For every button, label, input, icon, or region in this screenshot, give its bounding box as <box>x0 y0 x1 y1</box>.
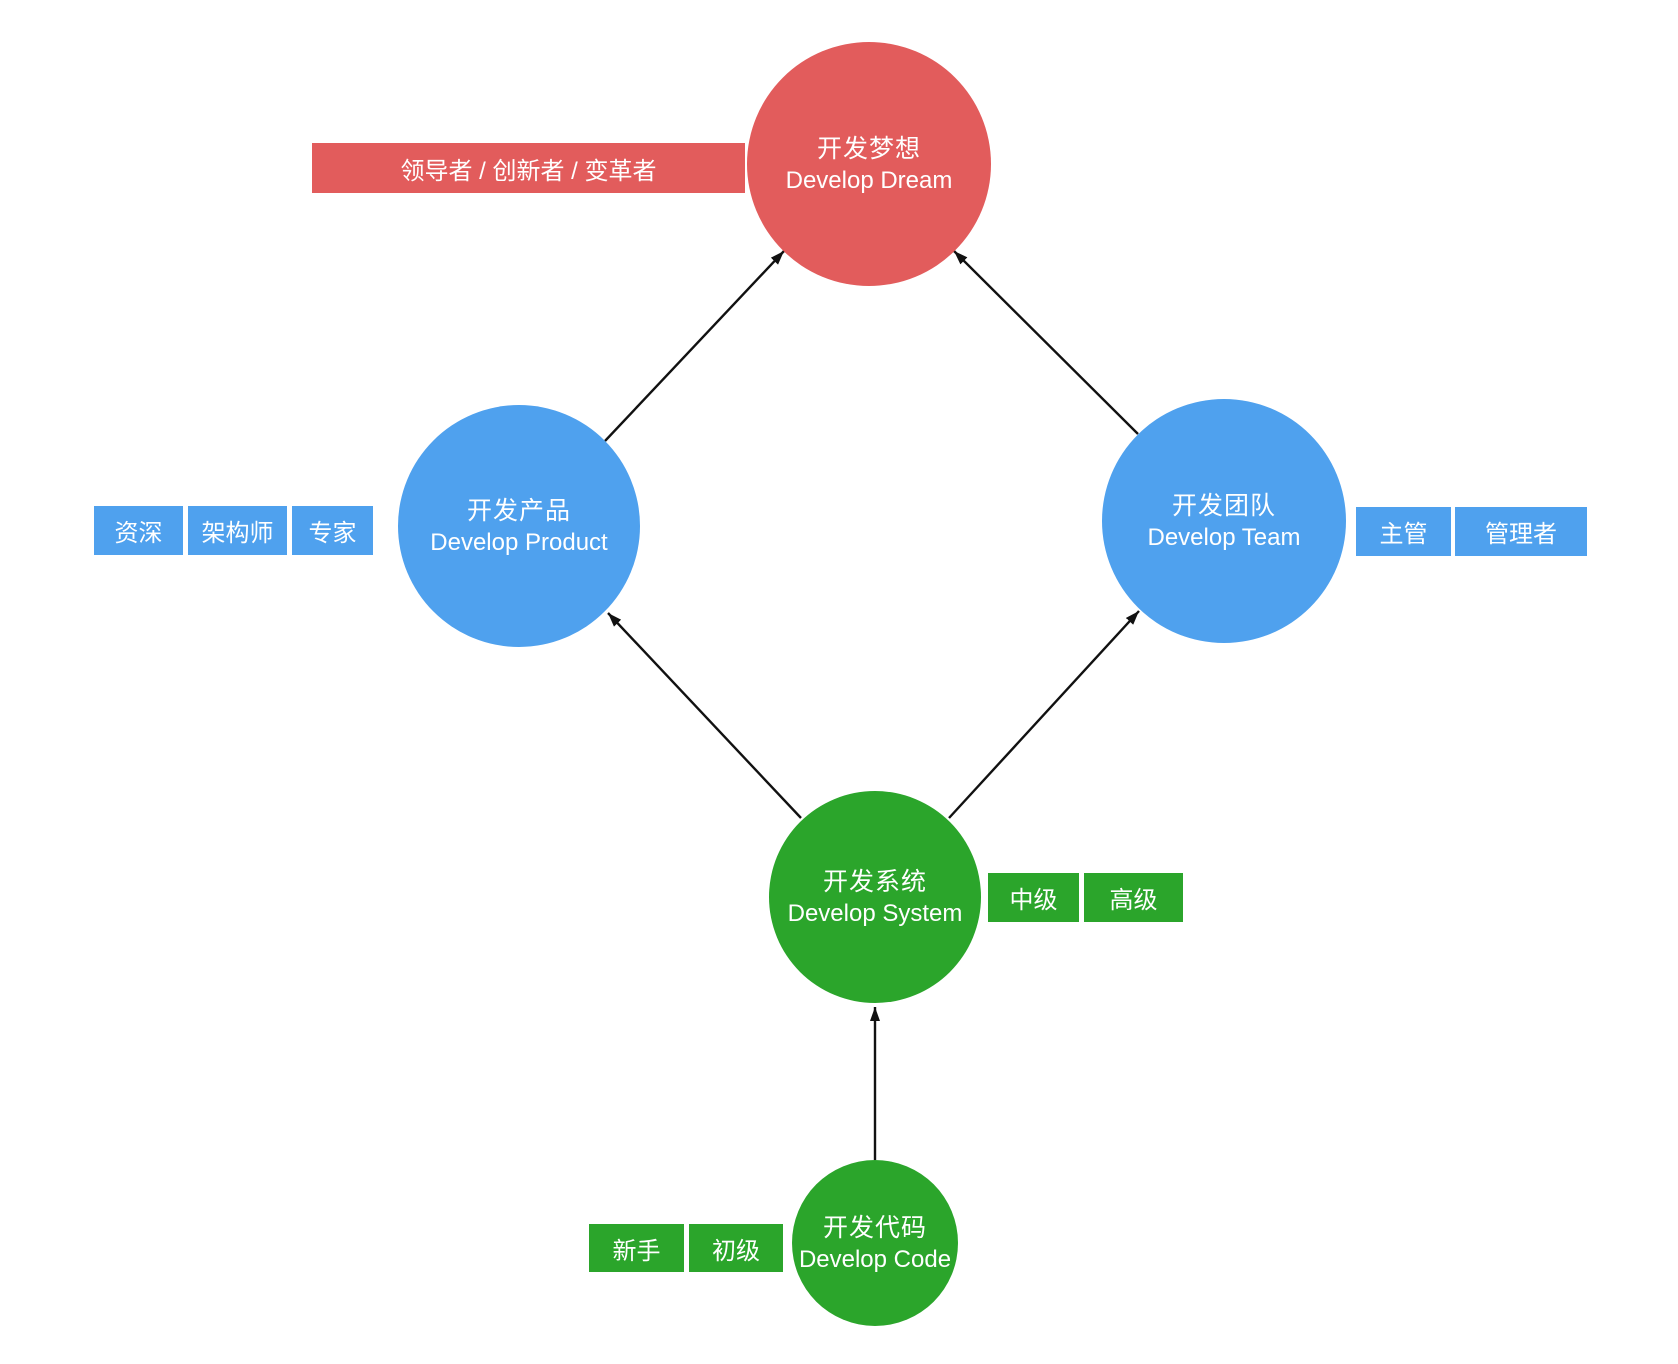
arrow-product-to-dream <box>604 250 785 442</box>
node-develop-team-label-en: Develop Team <box>1147 523 1301 551</box>
node-develop-dream: 开发梦想 Develop Dream <box>747 42 991 286</box>
node-develop-system: 开发系统 Develop System <box>769 791 981 1003</box>
tag-expert: 专家 <box>292 506 373 555</box>
tag-intermediate: 中级 <box>988 873 1079 922</box>
tag-leader-innovator-transformer: 领导者 / 创新者 / 变革者 <box>312 143 745 193</box>
node-develop-system-label-en: Develop System <box>787 899 963 927</box>
node-develop-team-label-zh: 开发团队 <box>1171 491 1276 520</box>
node-develop-code-label-en: Develop Code <box>798 1245 952 1273</box>
tag-novice: 新手 <box>589 1224 684 1272</box>
tag-junior: 初级 <box>689 1224 783 1272</box>
node-develop-dream-label-en: Develop Dream <box>785 166 953 194</box>
node-develop-team: 开发团队 Develop Team <box>1102 399 1346 643</box>
tag-advanced: 高级 <box>1084 873 1183 922</box>
arrow-system-to-product <box>607 612 802 819</box>
node-develop-product-label-en: Develop Product <box>430 528 608 556</box>
node-develop-product-label-zh: 开发产品 <box>466 496 571 525</box>
tag-senior: 资深 <box>94 506 183 555</box>
node-develop-product: 开发产品 Develop Product <box>398 405 640 647</box>
node-develop-code: 开发代码 Develop Code <box>792 1160 958 1326</box>
arrow-system-to-team <box>948 610 1140 819</box>
node-develop-system-label-zh: 开发系统 <box>822 867 927 896</box>
node-develop-dream-label-zh: 开发梦想 <box>816 134 921 163</box>
node-develop-code-label-zh: 开发代码 <box>822 1213 927 1242</box>
tag-architect: 架构师 <box>188 506 287 555</box>
tag-manager: 管理者 <box>1455 507 1587 556</box>
arrow-team-to-dream <box>953 250 1139 435</box>
tag-supervisor: 主管 <box>1356 507 1451 556</box>
